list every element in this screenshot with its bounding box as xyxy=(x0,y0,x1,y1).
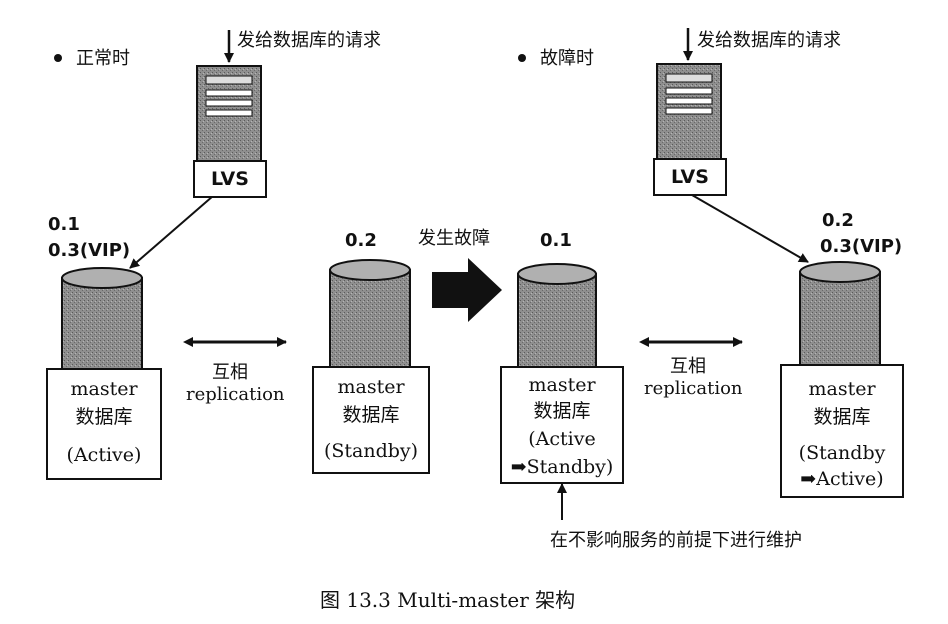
db-new-active-line3: (Standby xyxy=(798,442,886,464)
server-icon-right xyxy=(656,63,722,161)
db-failed-line4: ➡Standby) xyxy=(510,456,614,478)
normal-state-label: 正常时 xyxy=(76,48,130,69)
cylinder-active xyxy=(61,267,143,371)
db-standby-line2: 数据库 xyxy=(342,404,400,426)
db-active-line3: (Active) xyxy=(66,444,142,466)
lvs-arrow-right xyxy=(691,194,809,263)
db-failed-line2: 数据库 xyxy=(533,400,591,422)
active-ip-vip: 0.3(VIP) xyxy=(48,240,131,261)
lvs-label-right: LVS xyxy=(671,166,709,188)
normal-request-label: 发给数据库的请求 xyxy=(237,30,381,51)
lvs-box-right: LVS xyxy=(653,158,727,196)
db-new-active-line1: master xyxy=(808,378,876,400)
db-box-standby: master 数据库 (Standby) xyxy=(312,366,430,474)
server-icon-left xyxy=(196,65,262,163)
lvs-box-left: LVS xyxy=(193,160,267,198)
failure-transition-arrow xyxy=(432,258,502,322)
db-active-line1: master xyxy=(70,378,138,400)
db-failed-line3: (Active xyxy=(528,428,596,450)
figure-caption: 图 13.3 Multi-master 架构 xyxy=(320,588,576,612)
transition-label: 发生故障 xyxy=(418,228,490,249)
lvs-arrow-left xyxy=(129,195,214,269)
new-active-ip-vip: 0.3(VIP) xyxy=(820,236,903,257)
new-active-ip-1: 0.2 xyxy=(822,210,854,231)
db-active-line2: 数据库 xyxy=(75,406,133,428)
cylinder-new-active xyxy=(799,261,881,369)
cylinder-standby xyxy=(329,259,411,369)
lvs-label-left: LVS xyxy=(211,168,249,190)
replication-right-line2: replication xyxy=(644,378,743,399)
maintenance-label: 在不影响服务的前提下进行维护 xyxy=(550,530,802,551)
failure-state-label: 故障时 xyxy=(540,48,594,69)
db-box-active: master 数据库 (Active) xyxy=(46,368,162,480)
bullet-failure xyxy=(518,54,526,62)
standby-ip: 0.2 xyxy=(345,230,377,251)
db-failed-line1: master xyxy=(528,374,596,396)
db-box-failed: master 数据库 (Active ➡Standby) xyxy=(500,366,624,484)
db-new-active-line4: ➡Active) xyxy=(800,468,884,490)
cylinder-failed xyxy=(517,263,597,371)
db-new-active-line2: 数据库 xyxy=(813,406,871,428)
failure-request-label: 发给数据库的请求 xyxy=(697,30,841,51)
db-standby-line3: (Standby) xyxy=(323,440,419,462)
replication-left-line1: 互相 xyxy=(212,362,248,383)
replication-left-line2: replication xyxy=(186,384,285,405)
bullet-normal xyxy=(54,54,62,62)
replication-right-line1: 互相 xyxy=(670,356,706,377)
active-ip-1: 0.1 xyxy=(48,214,80,235)
db-standby-line1: master xyxy=(337,376,405,398)
db-box-new-active: master 数据库 (Standby ➡Active) xyxy=(780,364,904,498)
failed-ip: 0.1 xyxy=(540,230,572,251)
